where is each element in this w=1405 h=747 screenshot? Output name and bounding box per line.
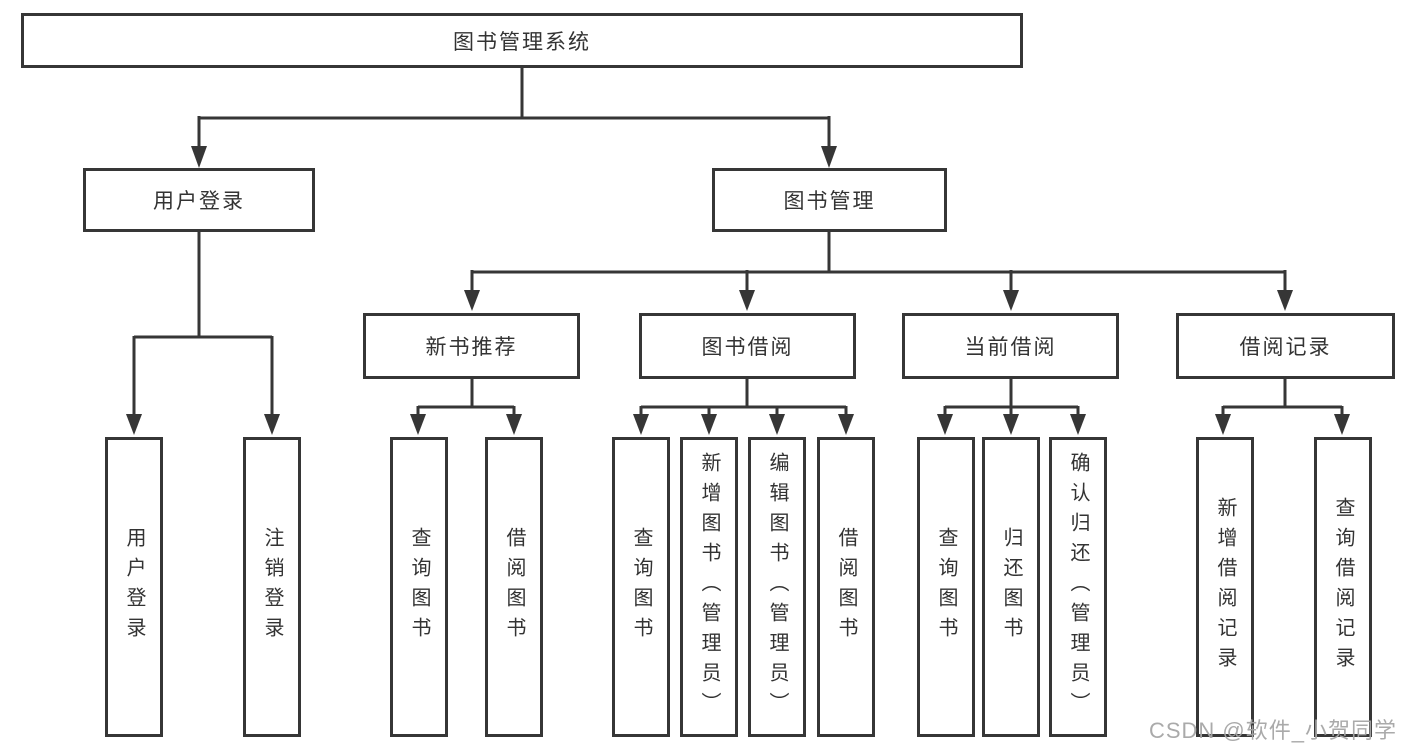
leaf-query-books-borrow: 查询图书 [612, 437, 670, 737]
node-borrow-records: 借阅记录 [1176, 313, 1395, 379]
leaf-confirm-return-admin: 确认归还（管理员） [1049, 437, 1107, 737]
arrowhead-group [126, 146, 1350, 435]
leaf-logout: 注销登录 [243, 437, 301, 737]
leaf-query-books-current: 查询图书 [917, 437, 975, 737]
leaf-add-book-admin: 新增图书（管理员） [680, 437, 738, 737]
leaf-edit-book-admin: 编辑图书（管理员） [748, 437, 806, 737]
node-root: 图书管理系统 [21, 13, 1023, 68]
node-current-borrow: 当前借阅 [902, 313, 1119, 379]
node-book-management: 图书管理 [712, 168, 947, 232]
node-user-login: 用户登录 [83, 168, 315, 232]
watermark: CSDN @软件_小贺同学 [1148, 718, 1397, 743]
leaf-return-book: 归还图书 [982, 437, 1040, 737]
leaf-borrow-books-recommend: 借阅图书 [485, 437, 543, 737]
node-book-borrow: 图书借阅 [639, 313, 856, 379]
node-new-book-recommend: 新书推荐 [363, 313, 580, 379]
leaf-query-books-recommend: 查询图书 [390, 437, 448, 737]
leaf-user-login: 用户登录 [105, 437, 163, 737]
leaf-query-borrow-record: 查询借阅记录 [1314, 437, 1372, 737]
leaf-add-borrow-record: 新增借阅记录 [1196, 437, 1254, 737]
leaf-borrow-books: 借阅图书 [817, 437, 875, 737]
